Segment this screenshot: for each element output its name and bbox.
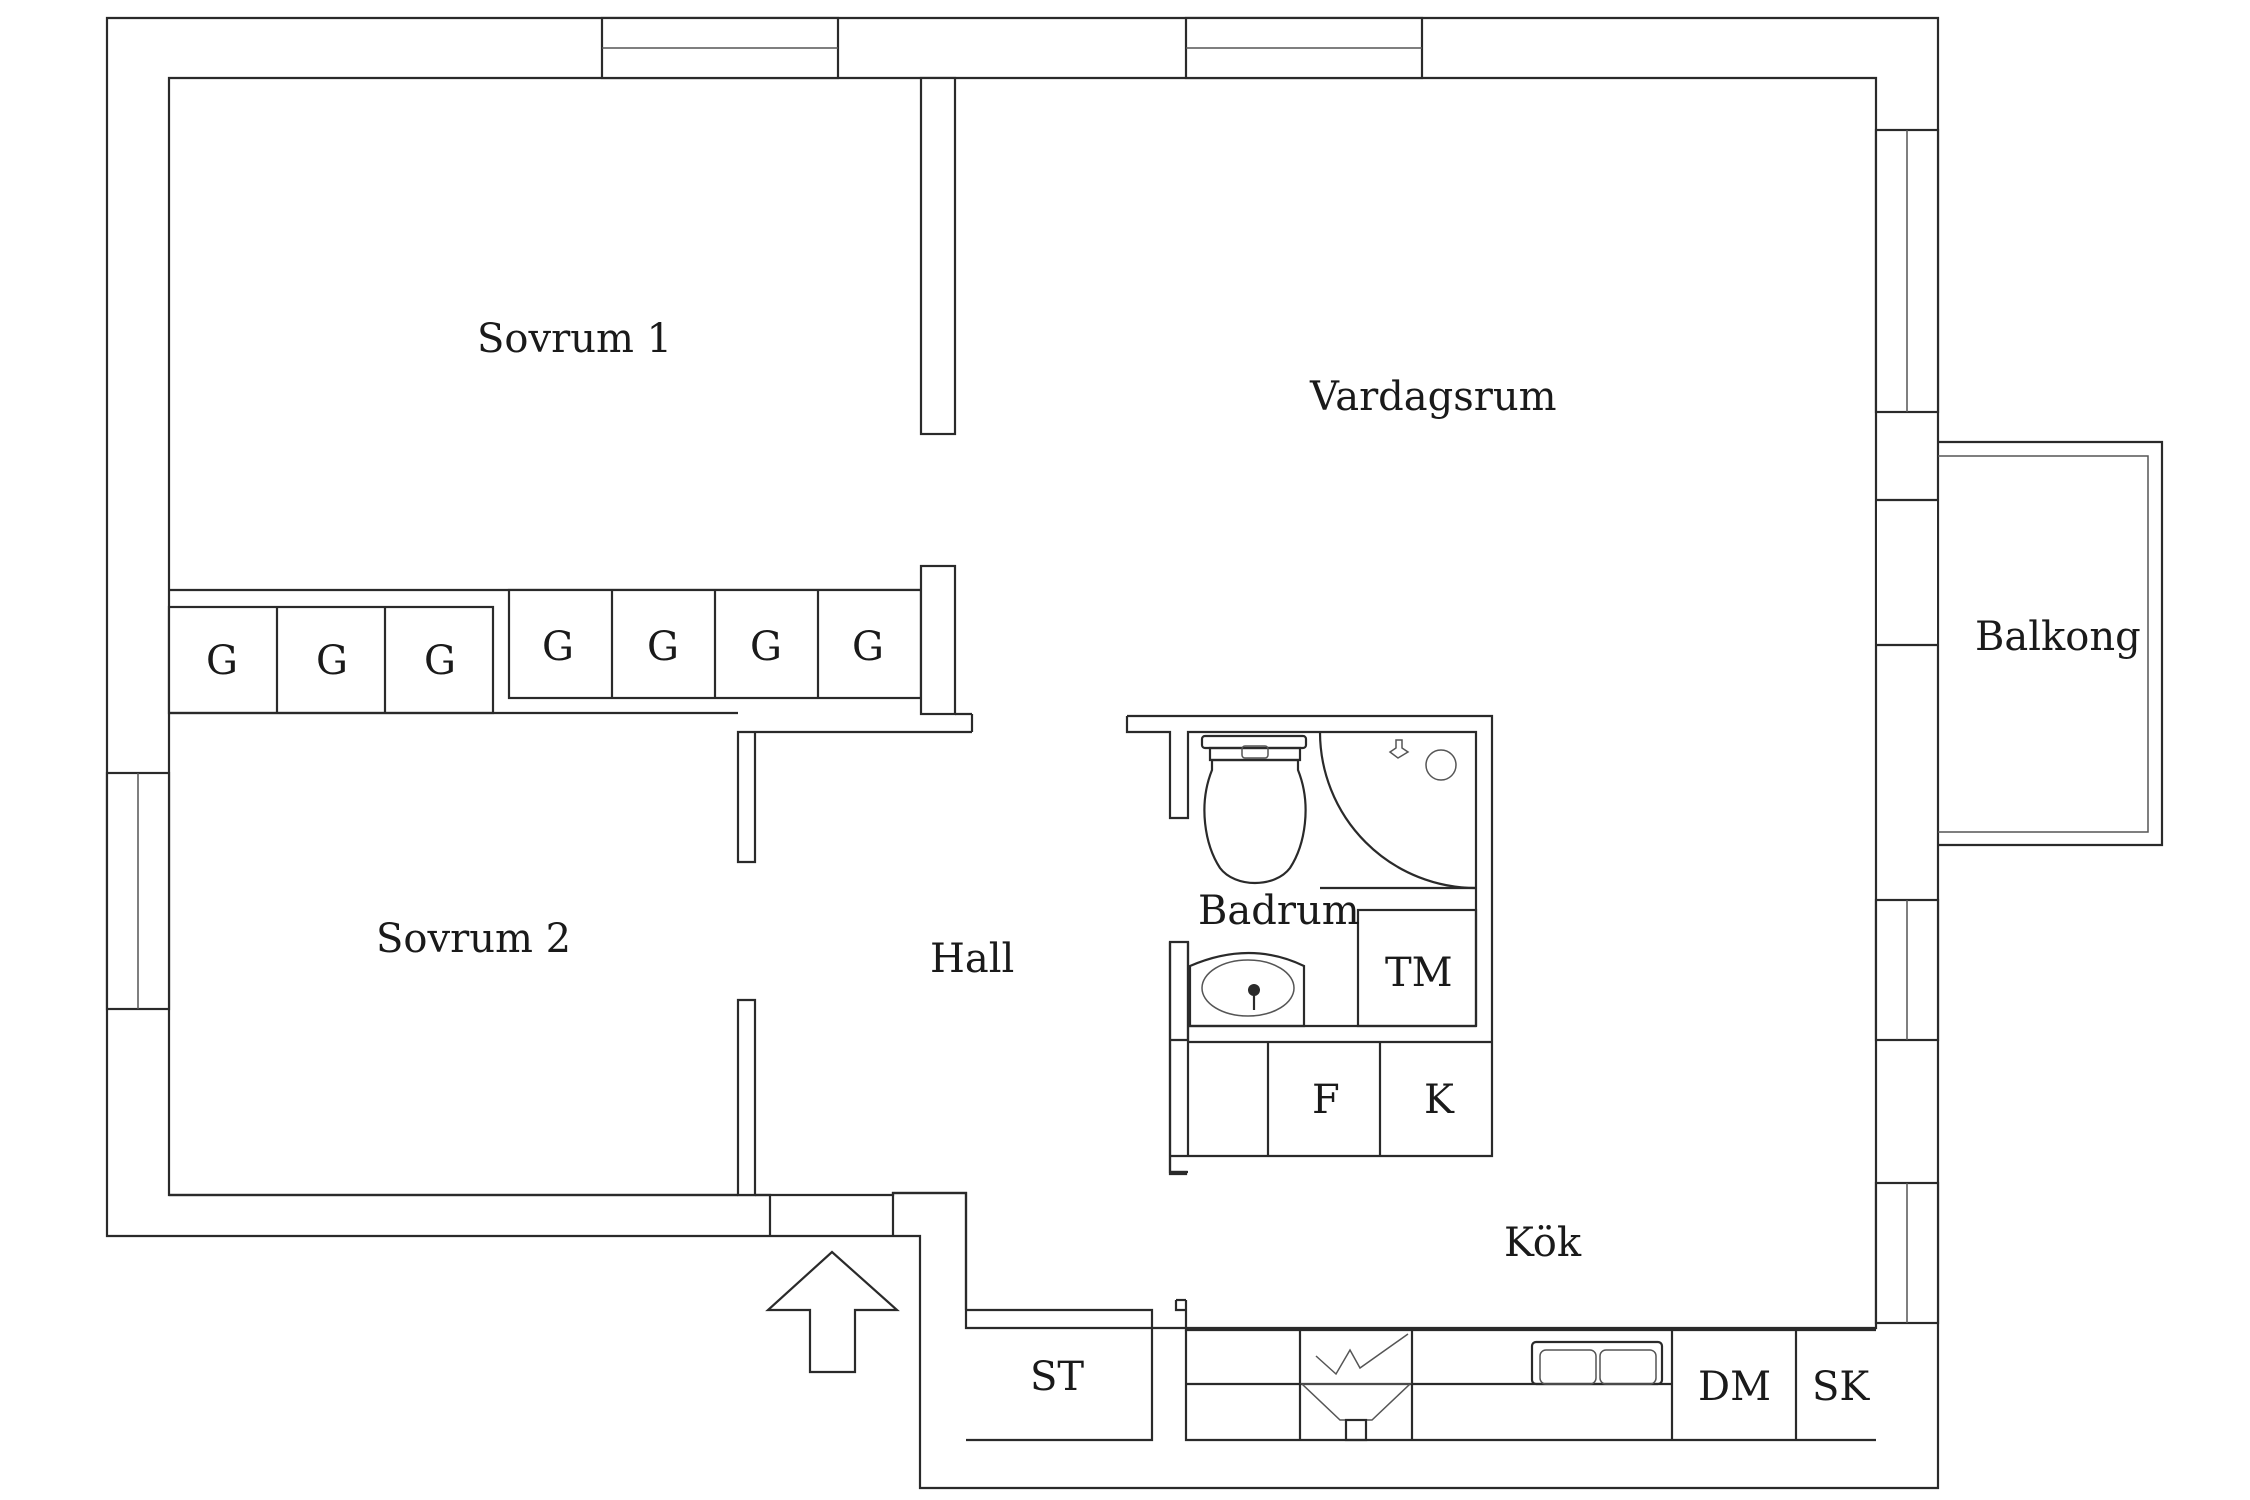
washing-machine-box	[1356, 908, 1478, 1028]
fixture-label-f: F	[1312, 1077, 1340, 1123]
wardrobe-row	[167, 564, 974, 734]
outer-wall	[105, 16, 1940, 1490]
fixture-label-dm: DM	[1698, 1364, 1771, 1410]
room-label-vardagsrum: Vardagsrum	[1309, 374, 1557, 420]
entry-frame	[755, 1191, 968, 1310]
toilet-icon	[1200, 734, 1308, 885]
storage-closet	[966, 1300, 1186, 1442]
wardrobe-label: G	[750, 624, 782, 670]
window-left	[105, 771, 171, 1011]
kitchen-sink-icon	[1530, 1340, 1664, 1386]
wardrobe-label: G	[647, 624, 679, 670]
sink-icon	[1188, 951, 1306, 1028]
room-label-badrum: Badrum	[1198, 888, 1360, 934]
window-right-3	[1874, 1181, 1940, 1325]
wardrobe-label: G	[316, 638, 348, 684]
bathroom-walls	[1125, 714, 1494, 1176]
fixture-label-tm: TM	[1385, 950, 1453, 996]
wardrobe-label: G	[424, 638, 456, 684]
room-label-sovrum1: Sovrum 1	[477, 316, 672, 362]
fixture-label-sk: SK	[1812, 1364, 1870, 1410]
shower	[1318, 731, 1477, 890]
entrance-arrow-icon	[765, 1250, 900, 1374]
room-label-sovrum2: Sovrum 2	[376, 916, 571, 962]
window-right-1	[1874, 128, 1940, 414]
fixture-label-k: K	[1424, 1077, 1455, 1123]
room-label-hall: Hall	[930, 936, 1014, 982]
room-label-balkong: Balkong	[1975, 614, 2141, 660]
fridge-freezer-boxes	[1266, 1042, 1382, 1156]
window-top-left	[600, 16, 840, 80]
wardrobe-label: G	[206, 638, 238, 684]
stove-hood-icon	[1300, 1333, 1412, 1442]
bedroom2-walls	[169, 730, 955, 1197]
wardrobe-label: G	[852, 624, 884, 670]
window-right-2	[1874, 898, 1940, 1042]
wardrobe-label: G	[542, 624, 574, 670]
balcony-door-gap	[1877, 500, 1937, 645]
balcony	[1938, 440, 2164, 847]
window-top-right	[1184, 16, 1424, 80]
fixture-label-st: ST	[1030, 1354, 1084, 1400]
room-label-kok: Kök	[1504, 1220, 1582, 1266]
